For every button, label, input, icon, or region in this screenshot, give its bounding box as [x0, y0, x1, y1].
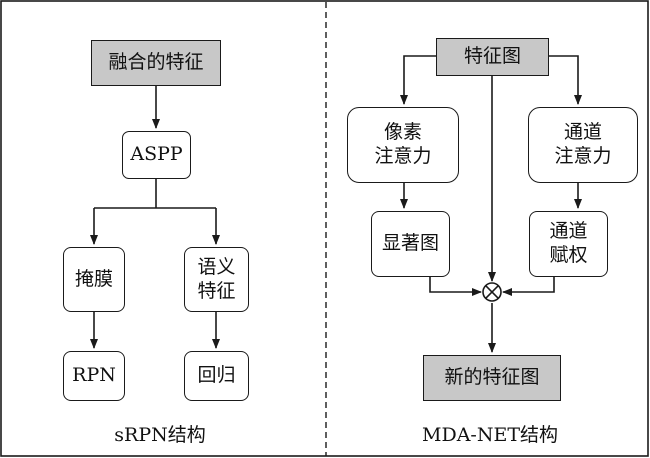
- left-caption: sRPN结构: [60, 420, 260, 447]
- pixel-attention-label: 像素 注意力: [374, 121, 432, 167]
- rpn-label: RPN: [72, 364, 116, 387]
- rpn-box: RPN: [63, 351, 125, 401]
- saliency-map-label: 显著图: [381, 232, 439, 255]
- channel-weighting-label: 通道 赋权: [549, 220, 588, 266]
- new-feature-map-box: 新的特征图: [423, 355, 561, 401]
- feature-map-label: 特征图: [463, 45, 521, 68]
- feature-map-box: 特征图: [436, 38, 549, 76]
- channel-attention-box: 通道 注意力: [528, 107, 638, 183]
- fused-features-box: 融合的特征: [91, 40, 221, 86]
- arrow-weighting-to-multiply: [502, 276, 555, 296]
- arrow-featuremap-to-pixel: [400, 55, 436, 105]
- regression-label: 回归: [197, 364, 236, 387]
- regression-box: 回归: [184, 351, 249, 401]
- mask-label: 掩膜: [74, 267, 113, 290]
- semantic-features-label: 语义 特征: [197, 255, 236, 302]
- mask-box: 掩膜: [63, 247, 125, 312]
- aspp-box: ASPP: [122, 131, 191, 179]
- channel-attention-label: 通道 注意力: [554, 121, 612, 167]
- arrow-featuremap-to-channel: [549, 55, 582, 105]
- arrow-saliency-to-multiply: [429, 276, 482, 296]
- fused-features-label: 融合的特征: [108, 51, 204, 74]
- semantic-features-box: 语义 特征: [184, 247, 249, 312]
- saliency-map-box: 显著图: [371, 211, 450, 277]
- right-caption-text: MDA-NET结构: [422, 424, 558, 446]
- left-caption-text: sRPN结构: [114, 424, 206, 446]
- aspp-label: ASPP: [130, 143, 183, 166]
- new-feature-map-label: 新的特征图: [444, 366, 540, 389]
- pixel-attention-box: 像素 注意力: [347, 107, 459, 183]
- right-caption: MDA-NET结构: [390, 420, 590, 447]
- channel-weighting-box: 通道 赋权: [529, 211, 608, 277]
